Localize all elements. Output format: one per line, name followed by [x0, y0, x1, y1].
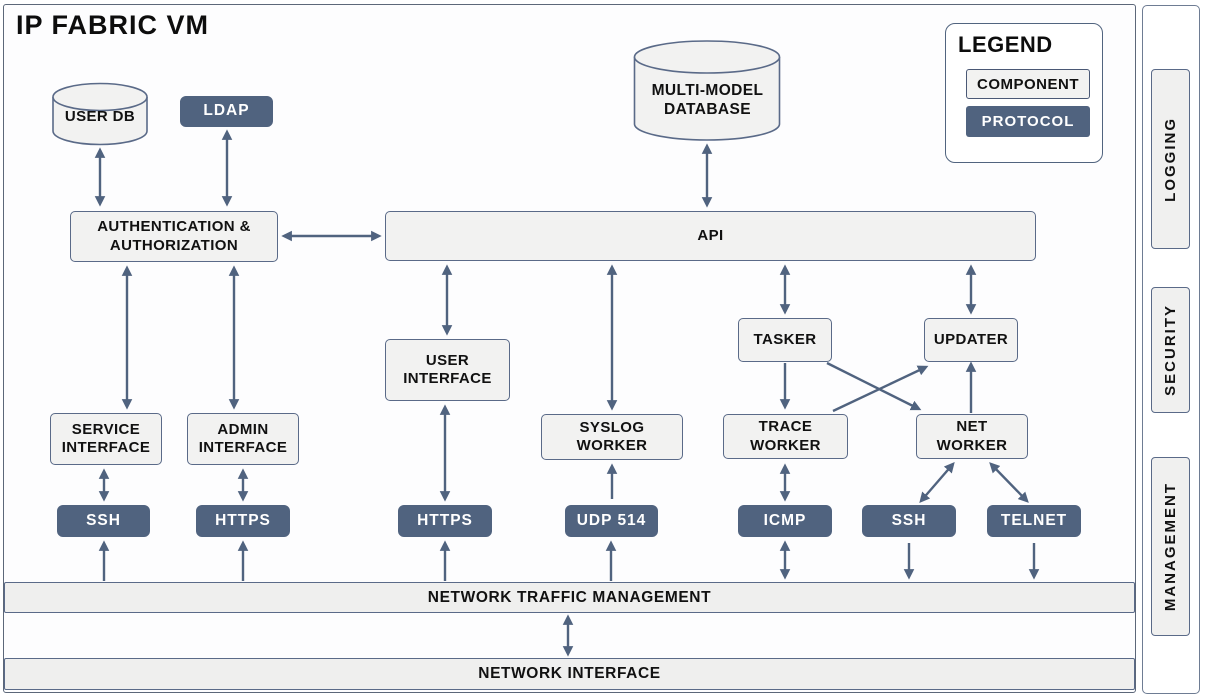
protocol-ssh-service: SSH: [57, 505, 150, 537]
side-label-management: MANAGEMENT: [1151, 457, 1190, 636]
component-syslog-worker: SYSLOG WORKER: [541, 414, 683, 460]
protocol-udp-514: UDP 514: [565, 505, 658, 537]
component-admin-interface: ADMIN INTERFACE: [187, 413, 299, 465]
component-updater: UPDATER: [924, 318, 1018, 362]
component-net-worker: NET WORKER: [916, 414, 1028, 459]
side-label-security: SECURITY: [1151, 287, 1190, 413]
page-title: IP FABRIC VM: [16, 10, 210, 40]
protocol-telnet: TELNET: [987, 505, 1081, 537]
component-authentication-authorization: AUTHENTICATION & AUTHORIZATION: [70, 211, 278, 262]
protocol-https-ui: HTTPS: [398, 505, 492, 537]
protocol-https-admin: HTTPS: [196, 505, 290, 537]
legend-title: LEGEND: [958, 32, 1053, 57]
component-user-db: USER DB: [64, 107, 136, 125]
legend: LEGEND COMPONENT PROTOCOL: [945, 23, 1103, 163]
side-label-management-text: MANAGEMENT: [1162, 481, 1179, 612]
component-network-traffic-management: NETWORK TRAFFIC MANAGEMENT: [4, 582, 1135, 613]
protocol-icmp: ICMP: [738, 505, 832, 537]
component-trace-worker: TRACE WORKER: [723, 414, 848, 459]
side-label-security-text: SECURITY: [1162, 304, 1179, 396]
component-tasker: TASKER: [738, 318, 832, 362]
protocol-ldap: LDAP: [180, 96, 273, 127]
component-user-interface: USER INTERFACE: [385, 339, 510, 401]
component-service-interface: SERVICE INTERFACE: [50, 413, 162, 465]
component-multi-model-database: MULTI-MODEL DATABASE: [651, 81, 764, 118]
component-network-interface: NETWORK INTERFACE: [4, 658, 1135, 690]
legend-protocol-sample: PROTOCOL: [966, 106, 1090, 137]
side-strip: LOGGING SECURITY MANAGEMENT: [1142, 5, 1200, 694]
component-api: API: [385, 211, 1036, 261]
side-label-logging-text: LOGGING: [1162, 116, 1179, 202]
side-label-logging: LOGGING: [1151, 69, 1190, 249]
protocol-ssh-net: SSH: [862, 505, 956, 537]
legend-component-sample: COMPONENT: [966, 69, 1090, 99]
